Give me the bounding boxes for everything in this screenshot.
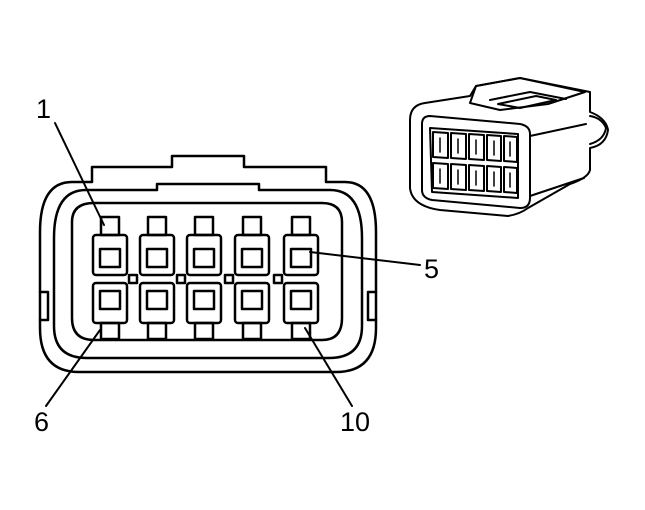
iso-latch xyxy=(469,77,586,111)
iso-face-inner xyxy=(429,127,519,199)
iso-terminals xyxy=(439,137,511,188)
iso-latch-ridge xyxy=(489,91,567,101)
iso-top-pins xyxy=(432,131,518,163)
iso-side-lines xyxy=(529,123,587,197)
iso-body-outline xyxy=(409,77,609,217)
iso-side-boss xyxy=(589,115,607,145)
leader-line-1 xyxy=(54,122,105,226)
leader-line-6 xyxy=(45,329,101,407)
pin-1-label: 1 xyxy=(36,94,52,124)
bottom-row-cavities xyxy=(91,281,320,341)
pin-6-label: 6 xyxy=(34,407,50,437)
iso-bottom-pins xyxy=(432,162,518,194)
pin-cavity-5 xyxy=(282,215,320,277)
pin-cavity-10 xyxy=(282,281,320,341)
pin-cavity-3 xyxy=(185,215,223,277)
connector-right-rib xyxy=(366,290,378,322)
pin-cavity-6 xyxy=(91,281,129,341)
connector-outer-housing xyxy=(38,154,378,374)
top-row-cavities xyxy=(91,215,320,277)
pin-10-label: 10 xyxy=(340,407,371,437)
pin-cavity-1 xyxy=(91,215,129,277)
iso-face-frame xyxy=(421,115,531,209)
leader-lines xyxy=(45,122,421,407)
row-separators xyxy=(127,273,284,285)
leader-line-10 xyxy=(304,327,353,407)
pin-cavity-7 xyxy=(138,281,176,341)
leader-line-5 xyxy=(309,251,421,266)
connector-face xyxy=(38,154,378,374)
connector-left-rib xyxy=(38,290,50,322)
pin-cavity-9 xyxy=(233,281,271,341)
connector-inner-wall xyxy=(52,182,364,360)
pin-cavity-8 xyxy=(185,281,223,341)
pin-5-label: 5 xyxy=(424,254,440,284)
pin-cavity-4 xyxy=(233,215,271,277)
pin-cavity-2 xyxy=(138,215,176,277)
connector-cavity-area xyxy=(70,201,344,342)
iso-latch-slot xyxy=(497,95,557,109)
connector-isometric-view xyxy=(409,77,609,217)
